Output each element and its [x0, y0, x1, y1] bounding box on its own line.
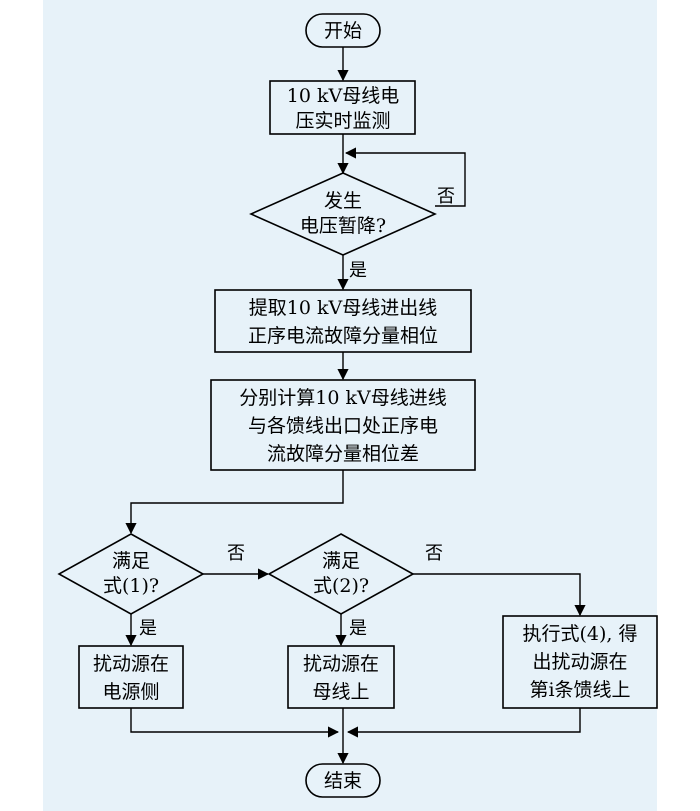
cond2-no-label: 否 — [425, 543, 443, 564]
cond1-line-2: 式(1)? — [103, 575, 159, 597]
extract-line-1: 提取10 kV母线进出线 — [249, 297, 437, 319]
cond2-line-1: 满足 — [322, 550, 360, 572]
compute-line-2: 与各馈线出口处正序电 — [248, 415, 438, 437]
extract-box: 提取10 kV母线进出线 正序电流故障分量相位 — [214, 289, 472, 353]
connectors — [125, 47, 586, 765]
sag-line-2: 电压暂降? — [300, 215, 386, 237]
result2-box: 扰动源在 母线上 — [287, 645, 395, 709]
extract-line-2: 正序电流故障分量相位 — [248, 325, 438, 347]
cond1-yes-label: 是 — [139, 618, 157, 639]
result3-line-1: 执行式(4), 得 — [523, 623, 638, 645]
cond1-decision: 满足 式(1)? — [57, 533, 205, 615]
arrow-cond2-no-to-result3 — [413, 573, 586, 617]
arrow-sag-no-loop — [344, 147, 466, 207]
arrow-result1-to-merge — [130, 708, 340, 738]
start-label: 开始 — [324, 20, 362, 42]
result1-line-2: 电源侧 — [102, 681, 159, 703]
monitor-line-1: 10 kV母线电 — [287, 85, 399, 107]
result3-line-2: 出扰动源在 — [532, 651, 627, 673]
result3-line-3: 第i条馈线上 — [529, 679, 630, 701]
cond2-yes-label: 是 — [349, 618, 367, 639]
cond2-line-2: 式(2)? — [313, 575, 369, 597]
sag-yes-label: 是 — [349, 260, 367, 281]
monitor-box: 10 kV母线电 压实时监测 — [269, 80, 416, 135]
cond1-line-1: 满足 — [112, 550, 150, 572]
sag-line-1: 发生 — [324, 190, 362, 212]
sag-decision: 发生 电压暂降? — [249, 172, 437, 256]
result1-box: 扰动源在 电源侧 — [78, 645, 184, 709]
cond2-decision: 满足 式(2)? — [267, 533, 415, 615]
arrow-compute-to-cond1 — [125, 470, 344, 535]
result2-line-1: 扰动源在 — [303, 653, 379, 675]
start-node: 开始 — [305, 13, 381, 48]
end-node: 结束 — [305, 763, 381, 798]
result2-line-2: 母线上 — [312, 681, 369, 703]
result3-box: 执行式(4), 得 出扰动源在 第i条馈线上 — [502, 615, 658, 709]
compute-line-3: 流故障分量相位差 — [267, 443, 419, 465]
arrow-result3-to-merge — [346, 708, 581, 738]
compute-box: 分别计算10 kV母线进线 与各馈线出口处正序电 流故障分量相位差 — [210, 379, 476, 471]
end-label: 结束 — [324, 770, 362, 792]
result1-line-1: 扰动源在 — [93, 653, 169, 675]
cond1-no-label: 否 — [227, 543, 245, 564]
sag-no-label: 否 — [437, 186, 455, 207]
monitor-line-2: 压实时监测 — [295, 110, 390, 132]
compute-line-1: 分别计算10 kV母线进线 — [239, 387, 446, 409]
